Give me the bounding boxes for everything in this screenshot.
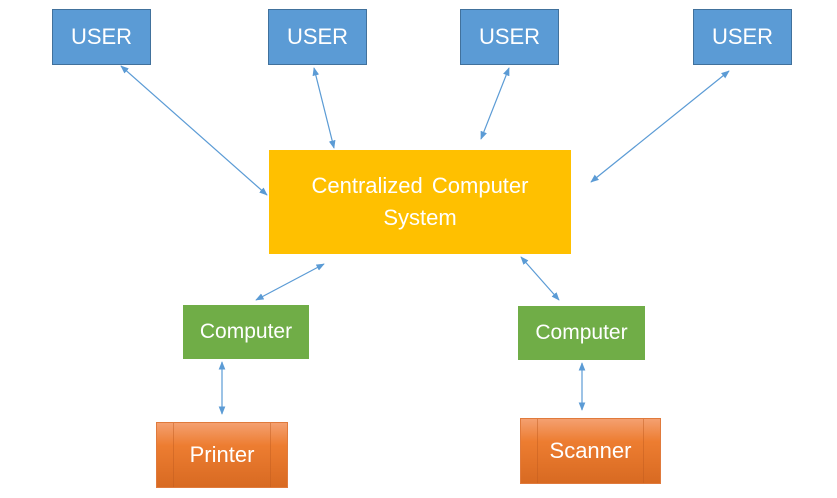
scanner-box: Scanner [520, 418, 661, 484]
connector-user3-central [480, 67, 510, 140]
user-label: USER [70, 24, 133, 49]
user-label: USER [478, 24, 541, 49]
user-label: USER [711, 24, 774, 49]
user-box-2: USER [268, 9, 367, 65]
user-box-4: USER [693, 9, 792, 65]
connector-central-computer-right [520, 256, 560, 301]
printer-label: Printer [189, 442, 255, 467]
computer-box-left: Computer [183, 305, 309, 359]
connector-user1-central [120, 65, 268, 196]
central-system-box: Centralized Computer System [269, 150, 571, 254]
scanner-label: Scanner [549, 438, 632, 463]
connector-user2-central [312, 67, 336, 149]
user-box-3: USER [460, 9, 559, 65]
computer-label: Computer [535, 321, 628, 344]
user-box-1: USER [52, 9, 151, 65]
connector-user4-central [590, 70, 730, 183]
user-label: USER [286, 24, 349, 49]
computer-label: Computer [199, 320, 293, 343]
central-label-line1: Centralized Computer [311, 173, 529, 198]
printer-box: Printer [156, 422, 288, 488]
central-label-line2: System [383, 205, 457, 230]
computer-box-right: Computer [518, 306, 645, 360]
connector-central-computer-left [255, 263, 325, 301]
